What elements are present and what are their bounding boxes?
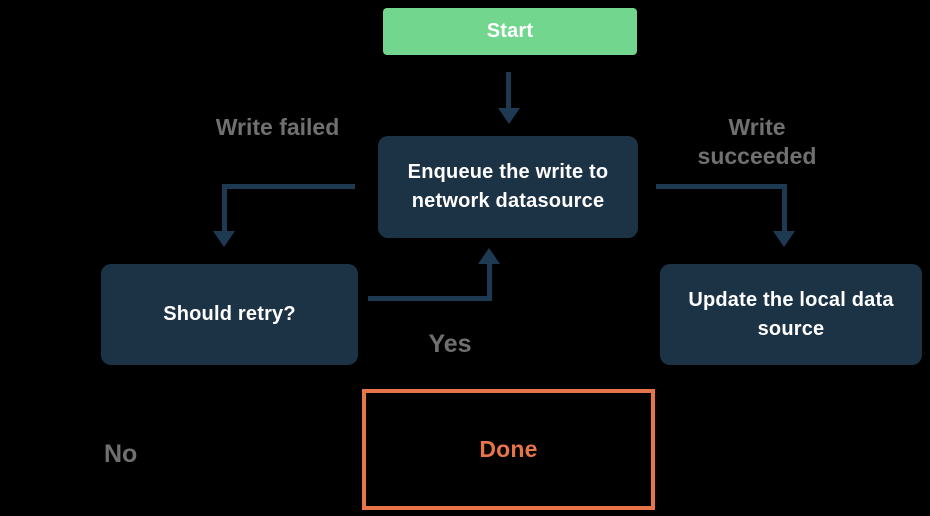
update-local-node: Update the local data source [660,264,922,365]
should-retry-node: Should retry? [101,264,358,365]
arrow-write-failed-vertical-line [222,184,227,232]
arrowhead-down-icon [498,108,520,124]
done-node-label: Done [479,436,538,462]
edge-label-no: No [104,440,138,468]
start-node-label: Start [486,20,534,42]
done-node: Done [362,389,655,510]
update-local-node-label: Update the local data source [688,288,894,340]
arrow-write-failed-horizontal-line [222,184,355,189]
arrowhead-up-icon [478,248,500,264]
arrow-write-succeeded-vertical-line [782,184,787,232]
arrow-yes-horizontal-line [368,296,492,301]
edge-label-yes: Yes [428,330,472,358]
arrowhead-down-icon [213,231,235,247]
arrow-write-succeeded-horizontal-line [656,184,787,189]
enqueue-node-label: Enqueue the write to network datasource [407,161,609,212]
enqueue-node: Enqueue the write to network datasource [378,136,638,238]
edge-label-write-succeeded: Write succeeded [697,114,817,169]
start-node: Start [383,8,637,55]
edge-label-write-failed: Write failed [215,114,340,140]
arrow-start-to-enqueue-line [506,72,511,110]
arrowhead-down-icon [773,231,795,247]
should-retry-node-label: Should retry? [163,303,296,325]
arrow-yes-vertical-line [487,264,492,301]
